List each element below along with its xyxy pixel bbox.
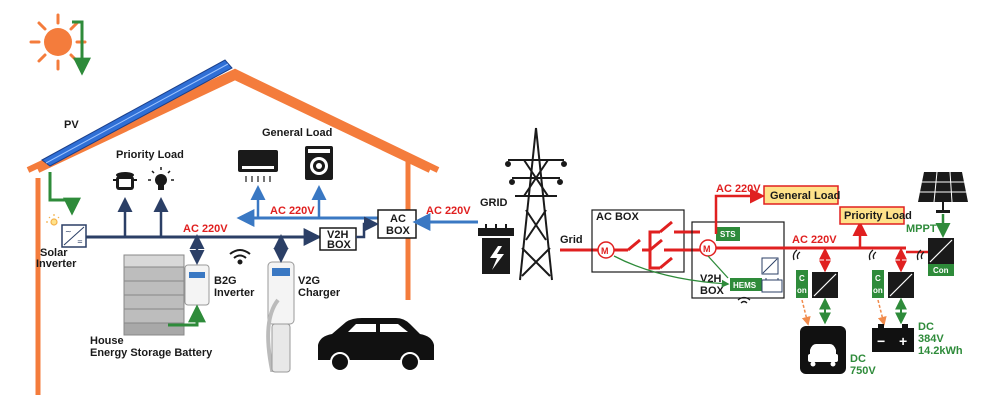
general-load-box [763,185,839,205]
house-v2h-box [319,227,357,251]
house-ac-box-label-2: BOX [386,225,411,237]
bat-c-on-badge [872,270,884,298]
general-load-label: General Load [262,127,332,139]
house-ac-box-label-1: AC [390,213,406,225]
system-v2h-box [691,221,785,299]
v2g-charger-device [266,261,295,373]
ac-220v-general-label: AC 220V [270,205,315,217]
svg-text:~: ~ [65,227,72,236]
house-v2h-label-2: BOX [327,239,352,251]
dc-ev-label-1: DC [850,353,866,365]
air-conditioner-icon [238,150,278,182]
meter2-to-hems-line [707,255,729,279]
b2g-label-2: Inverter [214,287,255,299]
ac-220v-grid-label: AC 220V [426,205,471,217]
roof-solar-panel [41,59,233,167]
ev-on-text: on [797,286,807,295]
system-general-load-label: General Load [770,190,840,202]
system-grid-label: Grid [560,234,583,246]
v2h-battery-icon [761,278,783,293]
svg-text:=: = [77,238,83,246]
ev-dashed-line [801,299,811,326]
mppt-con-badge [928,264,954,276]
transmission-tower-icon [505,127,567,281]
car-icon [318,318,434,372]
dc-bat-label-3: 14.2kWh [918,345,963,357]
meter-to-hems-line [613,255,730,288]
sts-to-general-load-line [714,188,765,234]
priority-load-label: Priority Load [116,149,184,161]
ev-c-letter: C [799,274,805,283]
v2h-to-acbox-line [356,216,379,239]
battery-stack [123,254,185,336]
v2g-label-2: Charger [298,287,341,299]
pv-to-inverter-line [48,172,81,216]
ac-220v-top-label: AC 220V [716,183,761,195]
sts-box [716,227,740,241]
grid-label: GRID [480,197,508,209]
ac-220v-house-label: AC 220V [183,223,228,235]
pv-label: PV [64,119,79,131]
sts-label: STS [720,230,736,239]
washing-machine-icon [305,146,333,180]
hems-box [730,278,762,291]
transformer-icon [478,224,514,274]
battery-label-2: Energy Storage Battery [90,347,213,359]
ev-wifi-icon [792,249,801,261]
bat-c-letter: C [875,274,881,283]
rice-cooker-icon [113,172,137,190]
wifi-icon [229,249,251,265]
system-v2h-label-2: BOX [700,285,725,297]
dc-ev-label-2: 750V [850,365,876,377]
breaker-switches [614,220,700,270]
meter-label-1: M [601,246,609,256]
b2g-inverter-device [184,264,210,306]
hems-wifi-icon [737,296,751,304]
bat-wifi-icon [868,249,877,261]
ev-c-on-badge [796,270,808,298]
dc-bat-label-2: 384V [918,333,944,345]
solar-inverter-icon: ~ = [46,214,87,248]
ac-220v-bus-label: AC 220V [792,234,837,246]
b2g-label-1: B2G [214,275,237,287]
battery-plus: + [899,333,907,349]
battery-minus: − [877,333,885,349]
mppt-con-label: Con [933,266,949,275]
solar-inverter-label-1: Solar [40,247,68,259]
solar-panel-icon [918,171,968,213]
system-priority-load-label: Priority Load [844,210,912,222]
meter-label-2: M [703,244,711,254]
mppt-wifi-icon [916,249,925,261]
priority-load-box [839,206,905,225]
system-ac-box-label: AC BOX [596,211,639,223]
v2g-label-1: V2G [298,275,320,287]
solar-inverter-label-2: Inverter [36,258,77,270]
bat-dashed-line [877,299,887,326]
hems-label: HEMS [733,281,757,290]
battery-to-b2g-line [168,304,206,327]
system-ac-box [591,209,685,273]
dc-bat-label-1: DC [918,321,934,333]
battery-icon [872,324,914,352]
house-v2h-label-1: V2H [327,229,348,241]
v2h-inverter-icon [761,257,779,275]
mppt-label: MPPT [906,223,937,235]
light-bulb-icon [148,167,174,190]
ev-car-icon [800,326,846,374]
bat-on-text: on [873,286,883,295]
house-roof [26,68,440,173]
sun-to-panel-arrow [72,20,91,76]
battery-label-1: House [90,335,124,347]
